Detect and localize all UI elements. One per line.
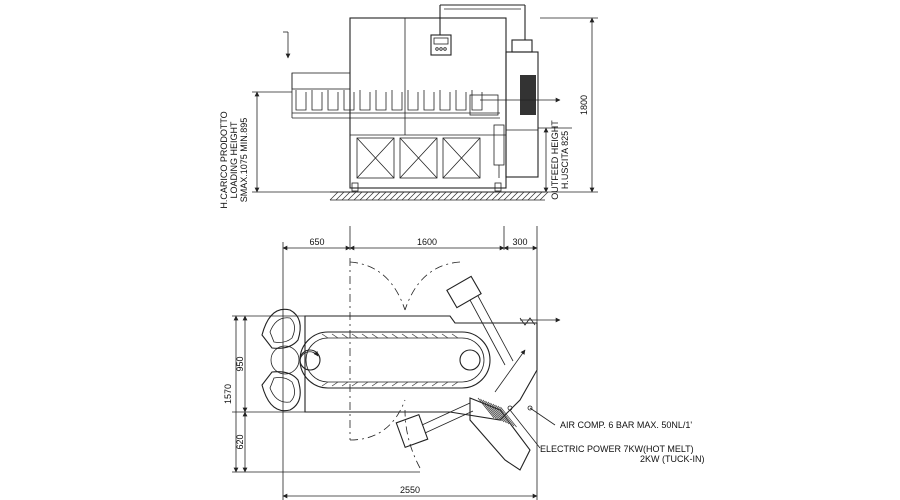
electric-power-label-2: 2KW (TUCK-IN) <box>640 454 705 464</box>
outfeed-height-label-2: H.USCITA 825 <box>560 131 570 189</box>
lower-cabinet <box>356 137 481 179</box>
top-dimensions: 650 1600 300 <box>282 226 538 500</box>
side-elevation-view: H.CARICO PRODOTTO LOADING HEIGHT SMAX.10… <box>219 4 598 209</box>
plan-outline <box>304 315 538 421</box>
outfeed-height-label-1: OUTFEED HEIGHT <box>550 120 560 200</box>
plan-view: AIR COMP. 6 BAR MAX. 50NL/1' ELECTRIC PO… <box>223 258 705 499</box>
height-1800-label: 1800 <box>579 95 589 115</box>
plan-vertical-dimensions: 950 1570 620 <box>223 315 420 473</box>
overall-height-dimension: 1800 <box>540 17 598 193</box>
dim-950-label: 950 <box>235 356 245 371</box>
glue-unit-bottom <box>395 349 533 471</box>
loading-height-label-3: SMAX.1075 MIN.895 <box>239 118 249 203</box>
loading-height-dimension: H.CARICO PRODOTTO LOADING HEIGHT SMAX.10… <box>219 91 330 209</box>
outfeed-height-dimension: OUTFEED HEIGHT H.USCITA 825 <box>538 120 572 200</box>
glue-unit-top <box>446 275 561 366</box>
dim-1600-label: 1600 <box>417 237 437 247</box>
control-panel <box>430 4 526 56</box>
infeed-conveyor <box>283 31 500 119</box>
machine-frame <box>349 17 507 189</box>
air-compressor-label: AIR COMP. 6 BAR MAX. 50NL/1' <box>560 420 692 430</box>
box-magazine-left <box>261 308 301 412</box>
electric-power-label: ELECTRIC POWER 7KW(HOT MELT) <box>540 444 694 454</box>
hot-melt-unit <box>505 39 539 178</box>
loading-height-label-2: LOADING HEIGHT <box>229 121 239 199</box>
bucket-conveyor <box>299 331 491 389</box>
ground-hatching <box>329 191 549 201</box>
dim-300-label: 300 <box>512 237 527 247</box>
overall-width-dimension: 2550 <box>282 485 538 499</box>
dim-620-label: 620 <box>235 434 245 449</box>
dim-650-label: 650 <box>309 237 324 247</box>
loading-height-label-1: H.CARICO PRODOTTO <box>219 111 229 208</box>
dim-2550-label: 2550 <box>400 485 420 495</box>
dim-1570-label: 1570 <box>223 384 233 404</box>
